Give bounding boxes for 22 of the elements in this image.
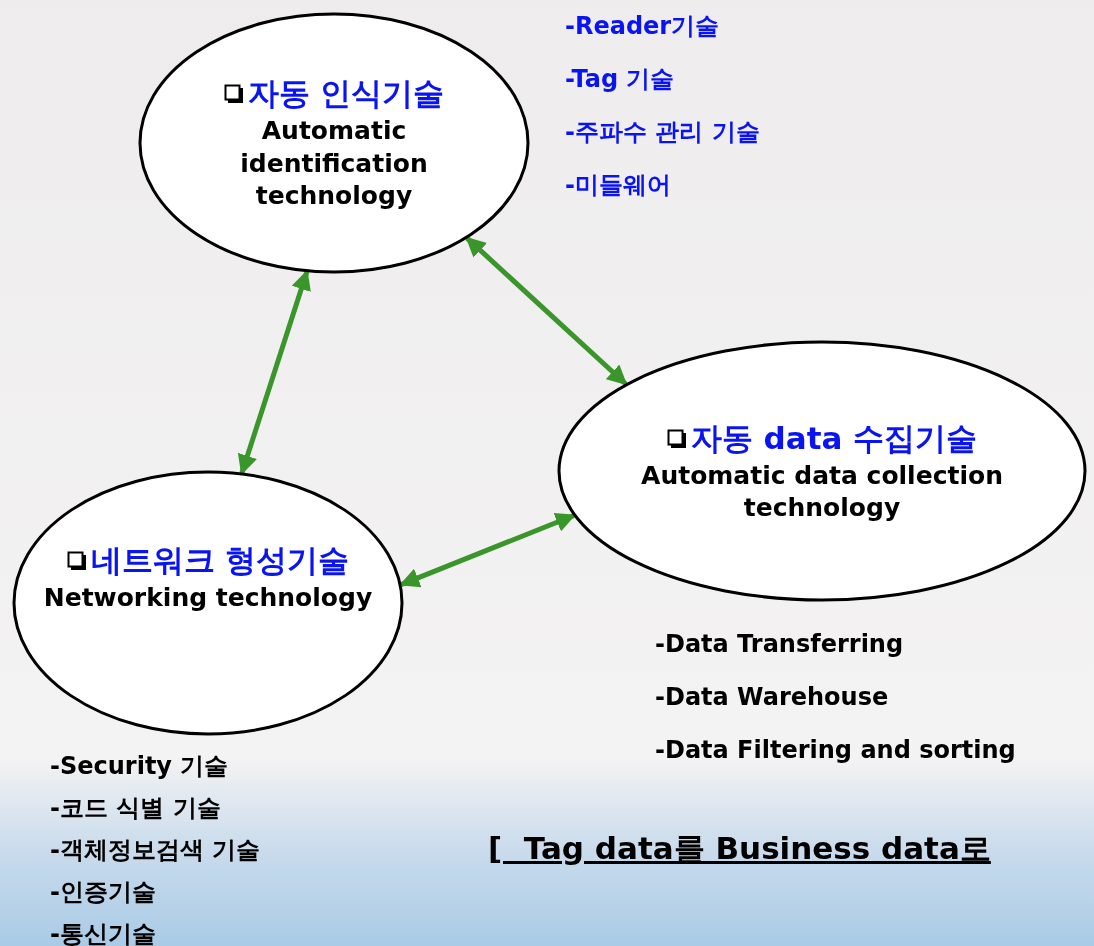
double-headed-arrow bbox=[399, 512, 576, 588]
list-item: -미들웨어 bbox=[565, 170, 672, 201]
caption: [ Tag data를 Business data로 bbox=[488, 829, 991, 868]
node-subtitle: Automatic identification technology bbox=[239, 115, 429, 213]
list-item: -코드 식별 기술 bbox=[50, 793, 222, 824]
node-title: 자동 data 수집기술 bbox=[690, 418, 978, 458]
node-title: 자동 인식기술 bbox=[247, 74, 445, 114]
list-item: -통신기술 bbox=[50, 919, 157, 946]
double-headed-arrow bbox=[237, 269, 311, 475]
double-headed-arrow bbox=[465, 236, 628, 386]
list-item: -Data Filtering and sorting bbox=[655, 735, 1016, 766]
list-item: -주파수 관리 기술 bbox=[565, 117, 760, 148]
list-item: -객체정보검색 기술 bbox=[50, 835, 261, 866]
list-item: -인증기술 bbox=[50, 877, 157, 908]
node-title: 네트워크 형성기술 bbox=[90, 541, 350, 580]
node-subtitle: Automatic data collection technology bbox=[640, 459, 1004, 524]
list-item: -Data Warehouse bbox=[655, 682, 890, 713]
list-item: -Reader기술 bbox=[565, 11, 721, 42]
list-item: -Data Transferring bbox=[655, 629, 905, 660]
node-subtitle: Networking technology bbox=[43, 582, 373, 614]
list-item: -Tag 기술 bbox=[565, 64, 676, 95]
list-item: -Security 기술 bbox=[50, 751, 230, 782]
